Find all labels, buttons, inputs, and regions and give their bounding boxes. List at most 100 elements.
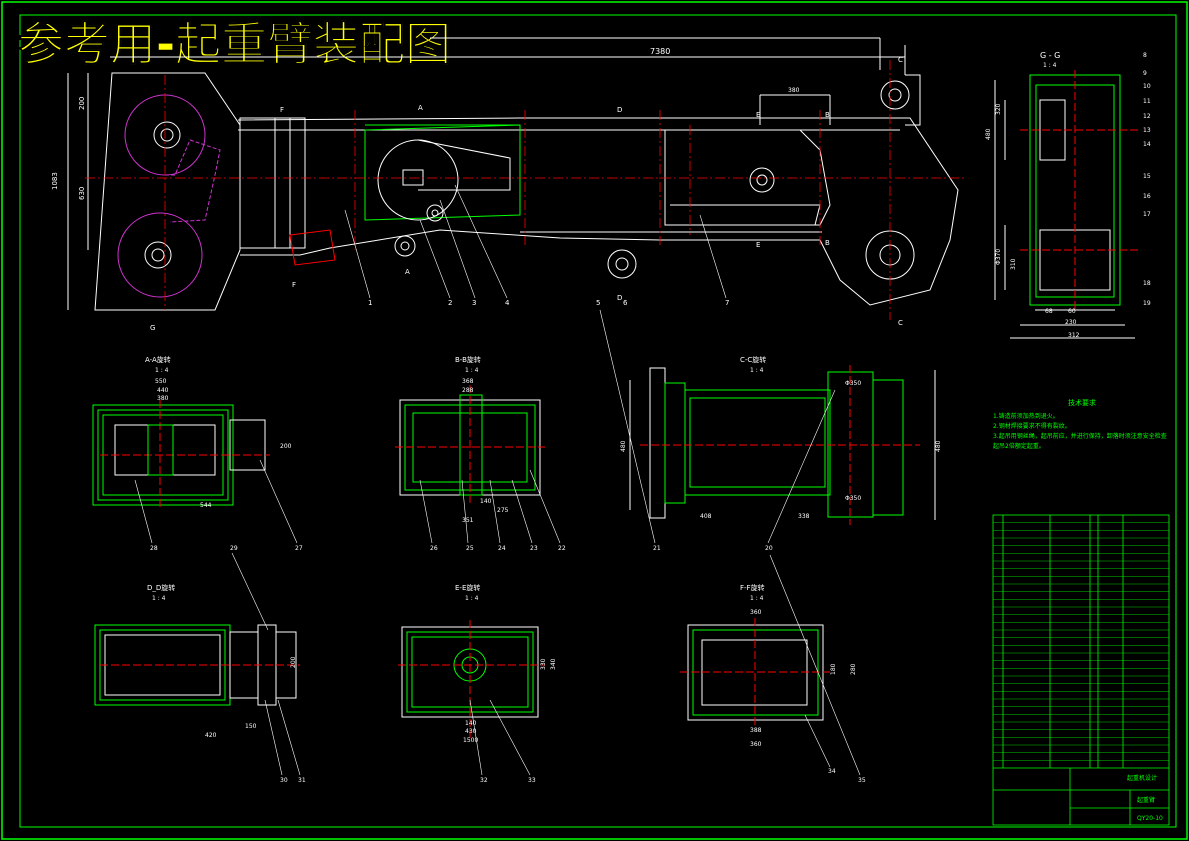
bb-part-26: 26	[430, 545, 438, 552]
view-ee-labels: E-E旋转 1 : 4 140 430 1500 330 340 32 33	[455, 583, 557, 784]
view-dd	[94, 624, 300, 706]
tech-line-2: 2.钢材焊接要求不得有裂纹。	[993, 422, 1071, 430]
gg-part-19: 19	[1143, 300, 1151, 307]
gg-part-15: 15	[1143, 173, 1151, 180]
drawing-title: 参考用-起重臂装配图	[18, 17, 451, 71]
gg-part-17: 17	[1143, 211, 1151, 218]
aa-dim-200: 200	[280, 443, 292, 450]
gg-dim-60: 60	[1068, 308, 1076, 315]
cc-dim-338: 338	[798, 513, 810, 520]
dd-part-31: 31	[298, 777, 306, 784]
dim-630: 630	[78, 187, 86, 200]
gg-part-13: 13	[1143, 127, 1151, 134]
view-ff-title: F-F旋转	[740, 583, 765, 592]
part-4: 4	[505, 299, 510, 307]
sec-G: G	[150, 324, 155, 332]
gg-dim-230: 230	[1065, 319, 1077, 326]
ee-dim-140: 140	[465, 720, 477, 727]
view-aa-title: A-A旋转	[145, 355, 171, 364]
sec-A-bot: A	[405, 268, 410, 276]
part-1: 1	[368, 299, 372, 307]
aa-dim-550: 550	[155, 378, 167, 385]
main-elevation: 7380 1083 200 630 380	[51, 37, 959, 311]
view-bb-labels: B-B旋转 1 : 4 368 288 140 275 351 26 25 24…	[430, 355, 566, 552]
sec-A-top: A	[418, 104, 423, 112]
dd-dim-200: 200	[290, 656, 297, 668]
view-aa	[92, 400, 270, 510]
gg-dim-370: Φ370	[995, 249, 1002, 265]
section-markers: F F A A D D E E B B C C G	[150, 56, 903, 332]
main-part-numbers: 1 2 3 4 5 6 7	[368, 299, 729, 307]
bb-dim-140: 140	[480, 498, 492, 505]
sec-C-top: C	[898, 56, 903, 64]
title-drawing-no: QY20-10	[1137, 815, 1163, 822]
dd-dim-150: 150	[245, 723, 257, 730]
view-gg-scale: 1 : 4	[1043, 62, 1057, 69]
ff-part-34: 34	[828, 768, 836, 775]
view-cc-scale: 1 : 4	[750, 367, 764, 374]
sec-F-bot: F	[292, 281, 296, 289]
part-7: 7	[725, 299, 729, 307]
gg-part-12: 12	[1143, 113, 1151, 120]
bb-dim-288: 288	[462, 387, 474, 394]
cc-dim-480-right: 480	[935, 440, 942, 452]
view-dd-title: D_D旋转	[147, 583, 175, 592]
main-centerlines	[85, 60, 965, 320]
gg-part-9: 9	[1143, 70, 1147, 77]
ee-part-32: 32	[480, 777, 488, 784]
sec-D-bot: D	[617, 294, 622, 302]
sec-C-bot: C	[898, 319, 903, 327]
bb-dim-275: 275	[497, 507, 509, 514]
gg-part-16: 16	[1143, 193, 1151, 200]
sec-B-bot: B	[825, 239, 830, 247]
title-drawing-name: 起重臂	[1137, 796, 1155, 804]
aa-part-27: 27	[295, 545, 303, 552]
title-block-text: 起重机设计 起重臂 QY20-10	[1127, 774, 1163, 822]
ee-dim-1500: 1500	[463, 737, 478, 744]
view-gg-title: G - G	[1040, 51, 1060, 60]
aa-dim-440: 440	[157, 387, 169, 394]
drum	[377, 139, 511, 221]
sec-F-top: F	[280, 106, 284, 114]
cc-part-20: 20	[765, 545, 773, 552]
view-dd-labels: D_D旋转 1 : 4 420 200 150 29 30 31	[147, 545, 306, 784]
part-2: 2	[448, 299, 452, 307]
view-dd-scale: 1 : 4	[152, 595, 166, 602]
cc-part-21: 21	[653, 545, 661, 552]
lower-leaders	[134, 309, 861, 776]
title-block	[992, 514, 1170, 826]
view-gg-parts: 8 9 10 11 12 13 14 15 16 17 18 19	[1143, 52, 1151, 307]
frame-border	[19, 14, 1177, 828]
dd-part-29: 29	[230, 545, 238, 552]
sec-D-top: D	[617, 106, 622, 114]
view-ee-scale: 1 : 4	[465, 595, 479, 602]
bb-part-22: 22	[558, 545, 566, 552]
view-bb-scale: 1 : 4	[465, 367, 479, 374]
ff-dim-280: 280	[850, 663, 857, 675]
gg-dim-312: 312	[1068, 332, 1080, 339]
ff-part-35: 35	[858, 777, 866, 784]
bb-dim-351: 351	[462, 517, 474, 524]
view-gg: G - G 1 : 4	[994, 51, 1140, 339]
sec-B-top: B	[825, 111, 830, 119]
dd-dim-420: 420	[205, 732, 217, 739]
cc-dim-dia350-bot: Φ350	[845, 495, 861, 502]
gg-part-14: 14	[1143, 141, 1151, 148]
dd-part-30: 30	[280, 777, 288, 784]
ee-dim-330: 330	[540, 658, 547, 670]
dim-height-left: 1083	[51, 172, 59, 190]
part-5: 5	[596, 299, 600, 307]
bb-dim-368: 368	[462, 378, 474, 385]
dim-380: 380	[788, 87, 800, 94]
ff-dim-360-top: 360	[750, 609, 762, 616]
tech-line-3: 3.起吊用钢丝绳，起吊前应，并进行保持，卸落时须注意安全检查	[993, 432, 1167, 440]
dim-200: 200	[78, 97, 86, 110]
view-bb-title: B-B旋转	[455, 355, 481, 364]
bb-part-24: 24	[498, 545, 506, 552]
gg-dim-320: 320	[995, 103, 1002, 115]
cc-dim-480-left: 480	[620, 440, 627, 452]
tech-line-1: 1.铸造前须加热到退火。	[993, 412, 1059, 420]
aa-part-28: 28	[150, 545, 158, 552]
